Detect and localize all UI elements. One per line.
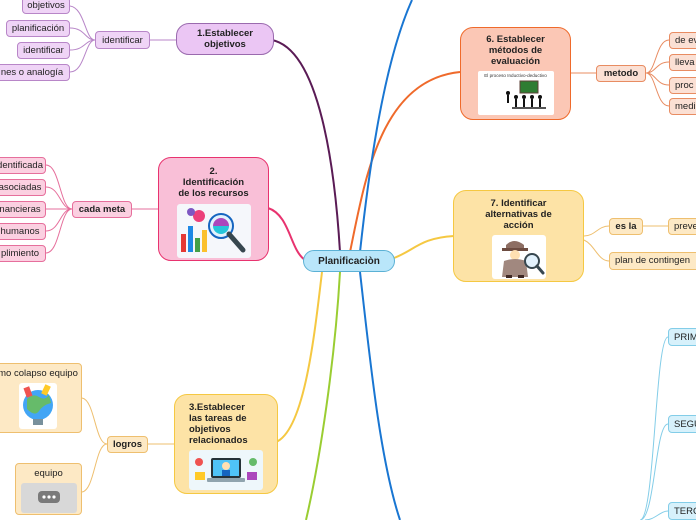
resources-magnifier-image (176, 204, 251, 258)
detective-image (491, 235, 546, 279)
topic-objetivos-line1: 1.Establecer (197, 28, 253, 39)
topic-tareas-line1: 3.Establecer (189, 402, 245, 413)
leaf-cumplimiento-label: plimiento (0, 248, 40, 259)
leaf-metodo-2[interactable]: lleva (669, 54, 696, 71)
connector-es-la[interactable]: es la (609, 218, 643, 235)
link-metodo-leaves (645, 39, 670, 107)
link-cadameta-leaves (45, 164, 73, 254)
leaf-humanos[interactable]: humanos (0, 223, 46, 240)
link-center-objetivos (271, 39, 341, 253)
connector-logros-label: logros (112, 439, 143, 450)
leaf-metodo-3[interactable]: proc (669, 77, 696, 94)
link-logros-leaves (81, 397, 108, 493)
list-item-tercero[interactable]: TERC (668, 502, 696, 520)
leaf-financieras[interactable]: nancieras (0, 201, 46, 218)
link-alternativas-plan (583, 239, 610, 262)
topic-alternativas-accion[interactable]: 7. Identificar alternativas de acción (453, 190, 584, 282)
leaf-plan-contingencia-label: plan de contingen (615, 255, 691, 266)
list-item-segundo-label: SEGU (674, 419, 696, 430)
leaf-identificar[interactable]: identificar (17, 42, 70, 59)
list-item-primero-label: PRIM (674, 332, 696, 343)
tasks-laptop-image (189, 450, 263, 490)
leaf-metodo-1-label: de ev (675, 35, 696, 46)
leaf-metodo-4[interactable]: medi (669, 98, 696, 115)
link-center-tareas (275, 271, 323, 443)
link-right-list (639, 336, 669, 520)
leaf-colapso-equipo-label: mo colapso equipo (0, 368, 78, 379)
connector-identificar-label: identificar (102, 34, 143, 46)
connector-identificar[interactable]: identificar (95, 31, 150, 49)
link-center-top (359, 0, 413, 253)
leaf-financieras-label: nancieras (0, 204, 41, 215)
list-item-primero[interactable]: PRIM (668, 328, 696, 346)
leaf-identificada-label: dentificada (0, 160, 43, 171)
topic-recursos-line1: 2. (209, 166, 218, 177)
leaf-metodo-2-label: lleva (675, 57, 695, 68)
connector-cada-meta-label: cada meta (78, 204, 126, 215)
leaf-metodo-1[interactable]: de ev (669, 32, 696, 49)
connector-metodo-label: metodo (603, 68, 639, 79)
leaf-metodo-4-label: medi (675, 101, 696, 112)
central-topic-label: Planificaciòn (318, 255, 380, 267)
leaf-preve-label: preve (674, 221, 696, 232)
inductive-deductive-caption: El proceso Inductivo-deductivo (484, 73, 547, 78)
topic-tareas-line4: relacionados (189, 435, 248, 446)
leaf-equipo-label: equipo (34, 468, 63, 479)
topic-tareas-line3: objetivos (189, 424, 231, 435)
link-center-alternativas (393, 235, 455, 259)
connector-cada-meta[interactable]: cada meta (72, 201, 132, 218)
leaf-objetivos-label: objetivos (27, 0, 65, 11)
link-center-metodos (349, 71, 461, 253)
globe-image (19, 383, 57, 429)
link-center-bottom-left (305, 271, 341, 520)
leaf-planificacion-label: planificación (11, 23, 65, 34)
leaf-plan-contingencia[interactable]: plan de contingen (609, 252, 696, 270)
inductive-deductive-image: El proceso Inductivo-deductivo (477, 71, 554, 115)
connector-es-la-label: es la (615, 221, 637, 232)
leaf-analogia-label: nes o analogía (0, 67, 64, 78)
leaf-asociadas-label: asociadas (0, 182, 42, 193)
link-center-bottom-right (359, 271, 401, 520)
link-alternativas-esla (583, 225, 610, 237)
central-topic[interactable]: Planificaciòn (303, 250, 395, 272)
topic-alternativas-line1: 7. Identificar (490, 198, 547, 209)
chalkboard-people-image (505, 80, 546, 109)
topic-establecer-tareas[interactable]: 3.Establecer las tareas de objetivos rel… (174, 394, 278, 494)
topic-alternativas-line3: acción (503, 220, 534, 231)
topic-tareas-line2: las tareas de (189, 413, 247, 424)
topic-establecer-objetivos[interactable]: 1.Establecer objetivos (176, 23, 274, 55)
link-identificar-leaves (69, 5, 96, 73)
list-item-tercero-label: TERC (674, 506, 696, 517)
leaf-identificada[interactable]: dentificada (0, 157, 46, 174)
topic-alternativas-line2: alternativas de (485, 209, 552, 220)
link-center-recursos (267, 207, 306, 261)
leaf-humanos-label: humanos (0, 226, 40, 237)
topic-objetivos-line2: objetivos (204, 39, 246, 50)
leaf-cumplimiento[interactable]: plimiento (0, 245, 46, 262)
typing-indicator-image (20, 483, 77, 513)
leaf-equipo[interactable]: equipo (15, 463, 82, 515)
leaf-planificacion[interactable]: planificación (6, 20, 70, 37)
topic-metodos-line2: métodos de (488, 45, 543, 56)
leaf-metodo-3-label: proc (675, 80, 694, 91)
topic-recursos-line3: de los recursos (178, 188, 249, 199)
leaf-colapso-equipo[interactable]: mo colapso equipo (0, 363, 82, 433)
leaf-analogia[interactable]: nes o analogía (0, 64, 70, 81)
topic-recursos-line2: Identificación (182, 177, 245, 188)
leaf-asociadas[interactable]: asociadas (0, 179, 46, 196)
topic-metodos-line3: evaluación (490, 56, 541, 67)
topic-metodos-evaluacion[interactable]: 6. Establecer métodos de evaluación El p… (460, 27, 571, 120)
topic-identificacion-recursos[interactable]: 2. Identificación de los recursos (158, 157, 269, 261)
list-item-segundo[interactable]: SEGU (668, 415, 696, 433)
leaf-preve[interactable]: preve (668, 218, 696, 235)
leaf-identificar-label: identificar (23, 45, 64, 56)
topic-metodos-line1: 6. Establecer (486, 34, 545, 45)
leaf-objetivos[interactable]: objetivos (22, 0, 70, 14)
connector-logros[interactable]: logros (107, 436, 148, 453)
connector-metodo[interactable]: metodo (596, 65, 646, 82)
